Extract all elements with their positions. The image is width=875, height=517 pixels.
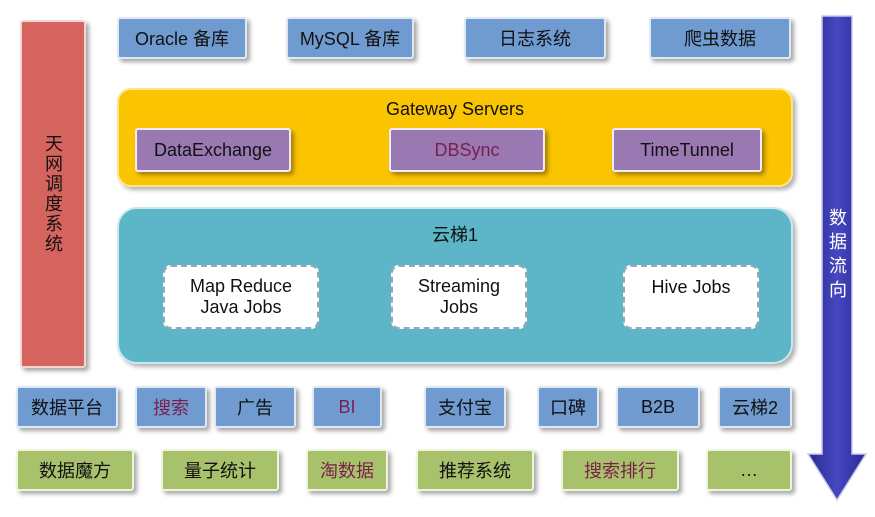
consumer-label: 广告 (237, 398, 273, 418)
source-label: 日志系统 (499, 29, 571, 49)
job-mapreduce: Map Reduce Java Jobs (163, 265, 319, 329)
data-flow-arrow (806, 15, 868, 502)
scheduler-label: 天网调度系统 (43, 134, 63, 254)
source-label: Oracle 备库 (134, 29, 230, 49)
cloud-title: 云梯1 (431, 225, 478, 245)
consumer-alipay: 支付宝 (424, 386, 506, 428)
consumer-label: 数据平台 (31, 398, 103, 418)
consumer-label: 搜索 (153, 398, 189, 418)
consumer-search-ranking: 搜索排行 (561, 449, 679, 491)
gateway-item-label: TimeTunnel (640, 139, 734, 160)
consumer-ads: 广告 (214, 386, 296, 428)
gateway-item-label: DataExchange (153, 139, 273, 160)
consumer-label: 推荐系统 (439, 461, 511, 481)
flow-char: 流 (829, 256, 847, 276)
consumer-quantum-stats: 量子统计 (161, 449, 279, 491)
consumer-label: 量子统计 (184, 461, 256, 481)
consumer-label: BI (338, 396, 356, 417)
consumer-label: 数据魔方 (39, 461, 111, 481)
consumer-koubei: 口碑 (537, 386, 599, 428)
source-log-system: 日志系统 (464, 17, 606, 59)
flow-char: 据 (829, 232, 847, 252)
source-label: MySQL 备库 (299, 29, 401, 49)
gateway-title: Gateway Servers (385, 99, 525, 119)
gateway-timetunnel: TimeTunnel (612, 128, 762, 172)
consumer-label: 支付宝 (438, 398, 492, 418)
consumer-b2b: B2B (616, 386, 700, 428)
consumer-bi: BI (312, 386, 382, 428)
job-label: Map Reduce Java Jobs (189, 276, 293, 317)
gateway-item-label: DBSync (434, 139, 500, 160)
consumer-label: 淘数据 (320, 461, 374, 481)
gateway-dataexchange: DataExchange (135, 128, 291, 172)
consumer-label: B2B (640, 396, 676, 417)
consumer-cloud-ladder-2: 云梯2 (718, 386, 792, 428)
consumer-data-platform: 数据平台 (16, 386, 118, 428)
consumer-data-cube: 数据魔方 (16, 449, 134, 491)
consumer-search: 搜索 (135, 386, 207, 428)
consumer-label: 云梯2 (731, 398, 778, 418)
job-label: Hive Jobs (651, 277, 731, 297)
flow-char: 数 (829, 208, 847, 228)
source-label: 爬虫数据 (684, 29, 756, 49)
source-mysql: MySQL 备库 (286, 17, 414, 59)
job-hive: Hive Jobs (623, 265, 759, 329)
data-flow-label: 数 据 流 向 (823, 206, 853, 302)
consumer-label: 口碑 (550, 398, 586, 418)
source-crawler-data: 爬虫数据 (649, 17, 791, 59)
scheduler-system: 天网调度系统 (20, 20, 86, 368)
source-oracle: Oracle 备库 (117, 17, 247, 59)
consumer-label: 搜索排行 (584, 461, 656, 481)
job-label: Streaming Jobs (417, 276, 501, 317)
gateway-dbsync: DBSync (389, 128, 545, 172)
consumer-tao-data: 淘数据 (306, 449, 388, 491)
consumer-label: … (740, 459, 758, 480)
job-streaming: Streaming Jobs (391, 265, 527, 329)
flow-char: 向 (829, 280, 847, 300)
consumer-recommendation: 推荐系统 (416, 449, 534, 491)
consumer-more: … (706, 449, 792, 491)
